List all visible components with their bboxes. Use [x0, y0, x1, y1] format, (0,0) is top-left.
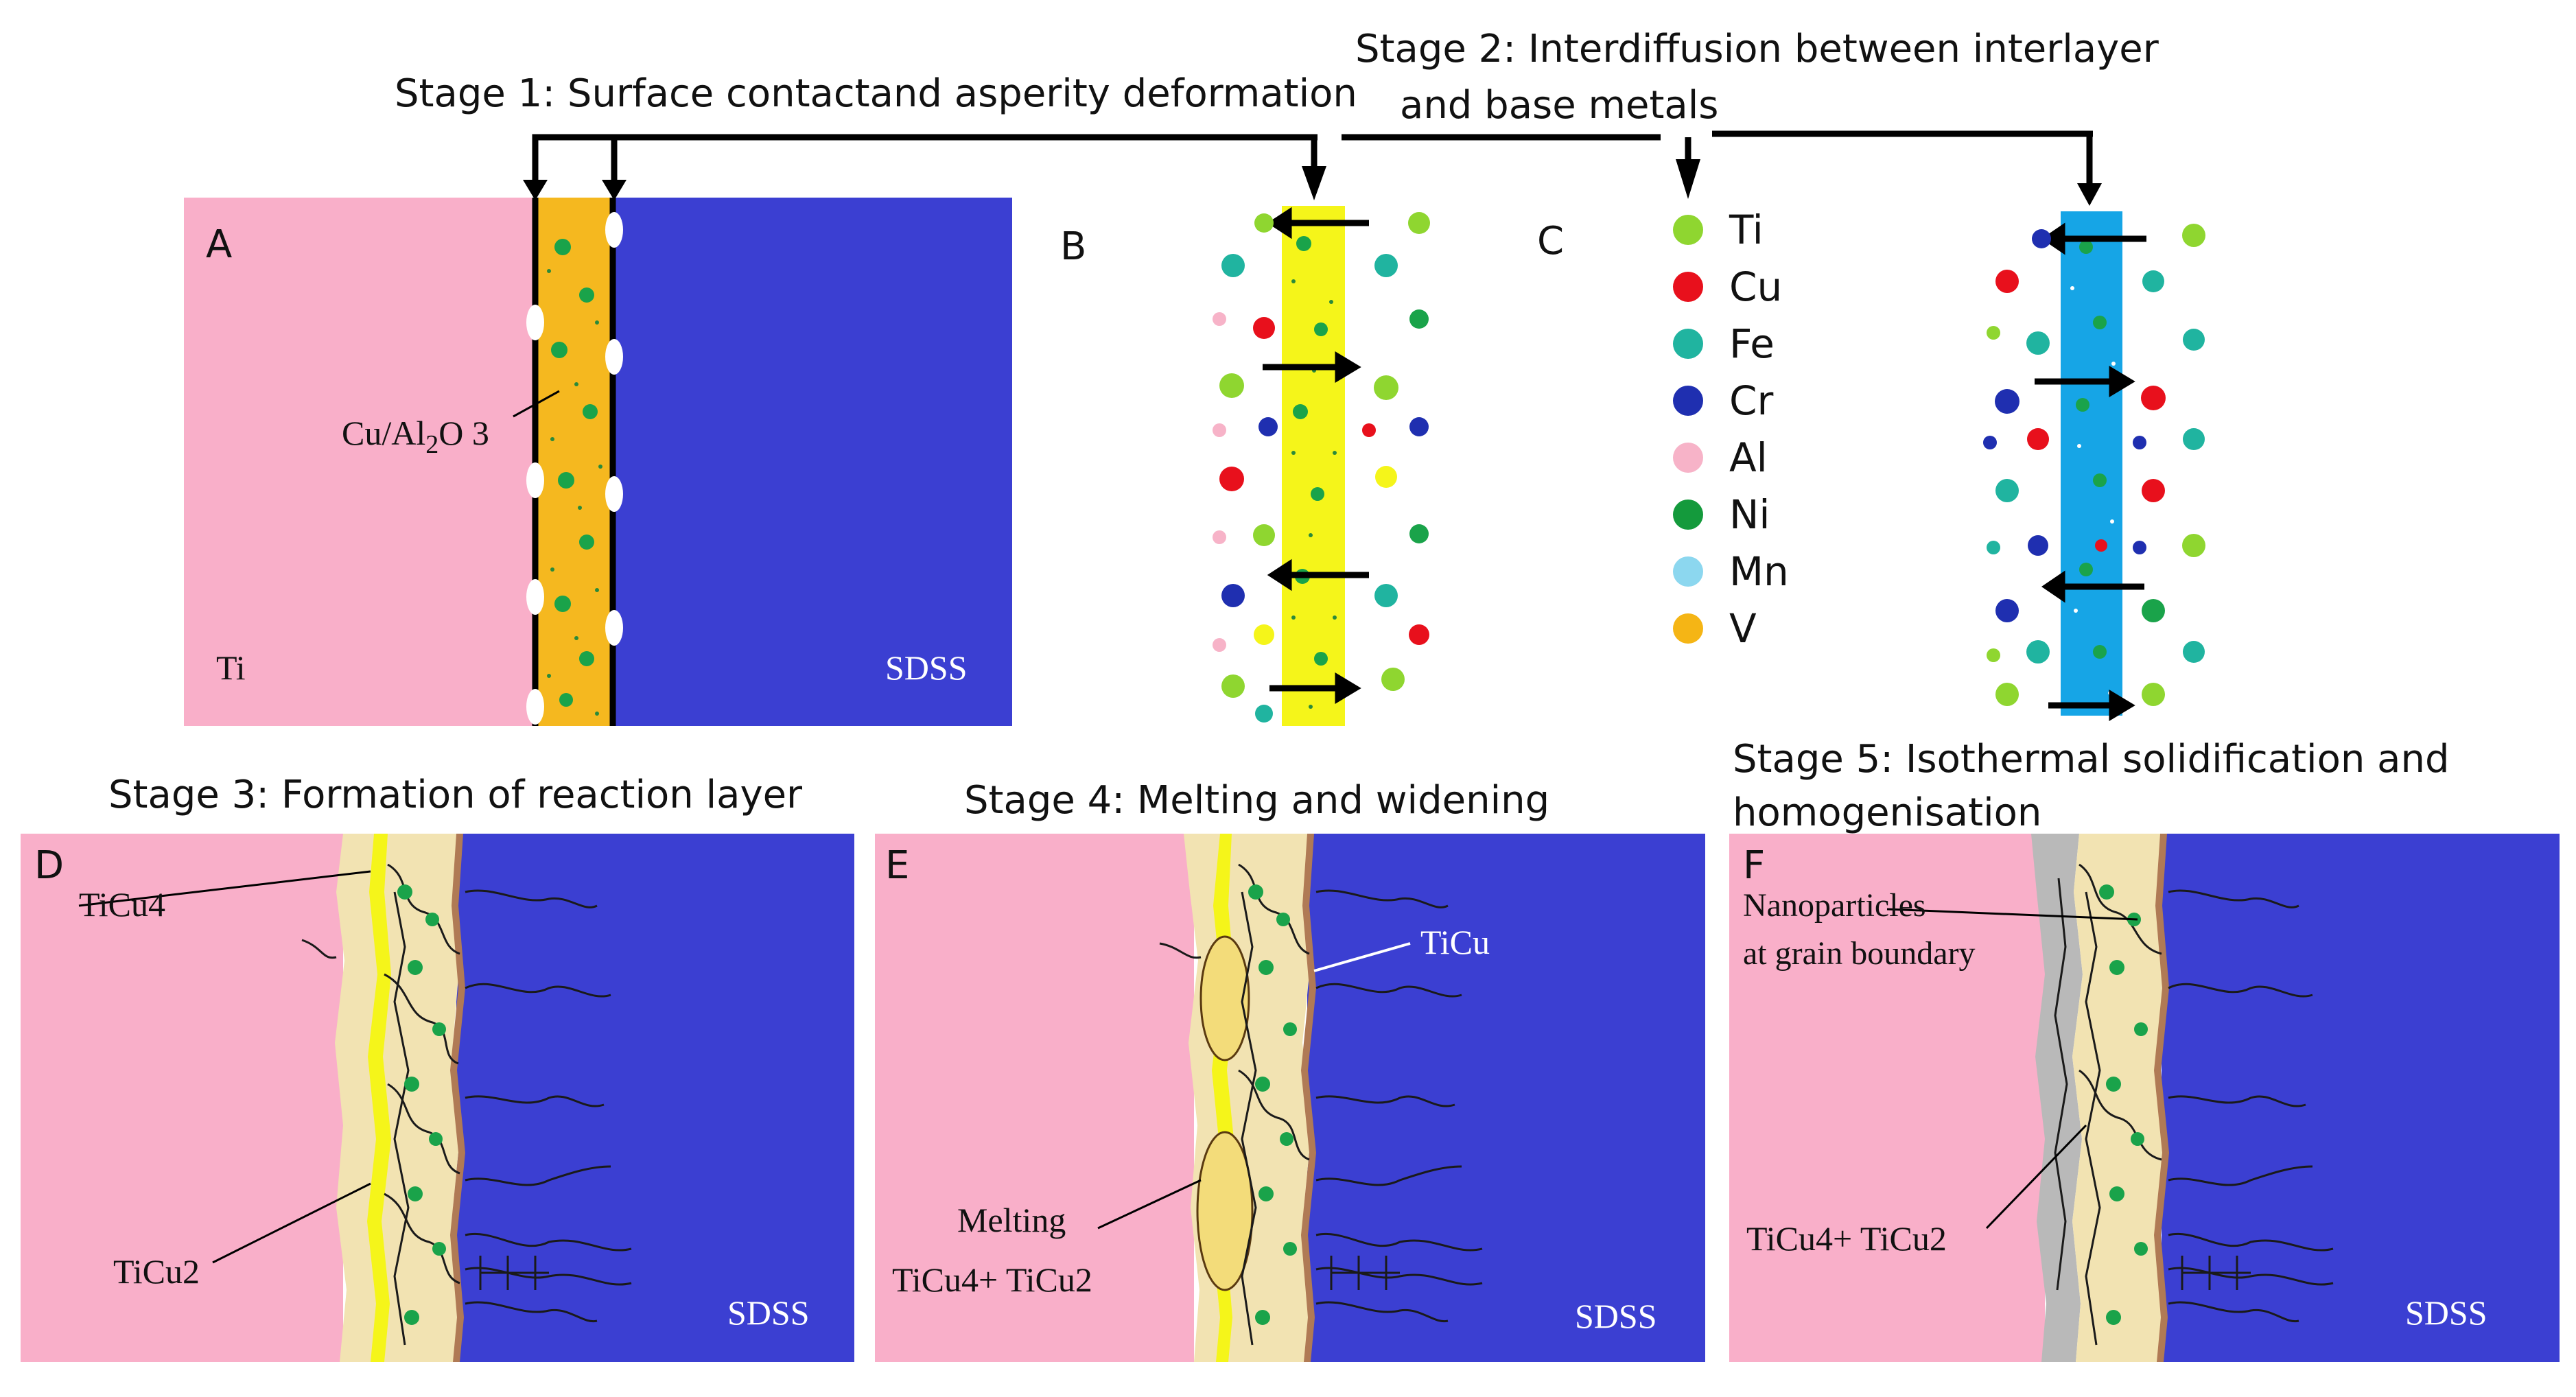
element-atoms	[1213, 212, 1430, 723]
nanoparticles	[2099, 884, 2148, 1325]
yellow-phase	[367, 834, 391, 1362]
melting-zone-top	[1199, 935, 1250, 1061]
ti-block	[21, 834, 343, 1362]
panel-d-letter: D	[34, 843, 64, 888]
asperity-voids	[526, 212, 623, 725]
legend-swatch-al	[1673, 443, 1703, 473]
sdss-block	[456, 834, 854, 1362]
panel-f: F Nanoparticles at grain boundary TiCu4+…	[1729, 834, 2560, 1362]
diffusion-markers	[1263, 207, 1369, 704]
legend-swatch-fe	[1673, 329, 1703, 359]
grain-boundaries	[1159, 863, 1483, 1346]
interlayer-dots	[547, 269, 602, 716]
element-atoms	[1983, 224, 2205, 706]
legend-label-fe: Fe	[1729, 320, 1775, 367]
legend-label-al: Al	[1729, 434, 1768, 481]
grain-boundaries	[2054, 863, 2334, 1346]
copper-edge	[1301, 834, 1316, 1362]
interlayer-particles	[2076, 240, 2107, 659]
yellow-interlayer	[1282, 206, 1345, 726]
legend-swatch-cu	[1673, 272, 1703, 302]
copper-edge	[450, 834, 465, 1362]
panel-f-sdss-label: SDSS	[2405, 1293, 2487, 1332]
stage3-label: Stage 3: Formation of reaction layer	[108, 773, 803, 817]
legend-swatch-v	[1673, 613, 1703, 644]
panel-e-phase-ticu: TiCu	[1420, 923, 1490, 961]
stage2-label-line2: and base metals	[1400, 83, 1718, 128]
legend-label-v: V	[1729, 605, 1757, 652]
cu-al2o3-interlayer	[534, 198, 614, 726]
panel-a-ti-label: Ti	[216, 648, 246, 687]
stage5-label-line1: Stage 5: Isothermal solidification and	[1733, 737, 2450, 782]
grain-boundaries	[301, 863, 632, 1346]
sdss-block	[2162, 834, 2560, 1362]
panel-e-sdss-label: SDSS	[1575, 1297, 1657, 1335]
panel-d-sdss-label: SDSS	[727, 1293, 810, 1332]
stage2-label-line1: Stage 2: Interdiffusion between interlay…	[1355, 27, 2159, 71]
ti-block	[875, 834, 1194, 1362]
panel-f-letter: F	[1743, 843, 1765, 888]
legend-label-cu: Cu	[1729, 263, 1782, 310]
cyan-interlayer	[2061, 211, 2122, 716]
panel-e-melting-label: Melting	[957, 1201, 1066, 1239]
panel-b: B	[1060, 206, 1430, 726]
legend-swatch-ni	[1673, 500, 1703, 530]
legend-swatch-mn	[1673, 556, 1703, 587]
sdss-block	[1307, 834, 1705, 1362]
stage-connectors	[532, 130, 2093, 185]
stage5-label-line2: homogenisation	[1733, 790, 2041, 835]
legend-label-ni: Ni	[1729, 491, 1770, 538]
legend-label-mn: Mn	[1729, 548, 1789, 595]
stage4-label: Stage 4: Melting and widening	[964, 778, 1549, 823]
panel-d-phase-ticu4: TiCu4	[79, 885, 165, 924]
stage1-label: Stage 1: Surface contactand asperity def…	[395, 71, 1357, 116]
sdss-block	[614, 198, 1012, 726]
panel-d-phase-ticu2: TiCu2	[113, 1252, 200, 1291]
legend-swatch-cr	[1673, 386, 1703, 416]
panel-b-letter: B	[1060, 224, 1086, 269]
panel-f-mix-label: TiCu4+ TiCu2	[1746, 1219, 1947, 1258]
copper-edge	[2154, 834, 2169, 1362]
panel-a-letter: A	[206, 222, 232, 267]
nanoparticles	[397, 884, 446, 1325]
diffusion-markers	[2035, 222, 2146, 721]
reaction-layer	[1184, 834, 1312, 1362]
panel-e: E TiCu Melting TiCu4+ TiCu2 SDSS	[875, 834, 1705, 1362]
panel-e-letter: E	[885, 843, 909, 888]
panel-a: A Cu/Al2O 3 Ti SDSS	[184, 198, 1012, 726]
panel-f-nano-label-line1: Nanoparticles	[1743, 887, 1926, 924]
stage-arrows	[523, 159, 2102, 206]
legend-label-cr: Cr	[1729, 377, 1773, 424]
ti-block	[1729, 834, 2045, 1362]
legend-swatch-ti	[1673, 215, 1703, 245]
panel-a-interlayer-label: Cu/Al2O 3	[342, 414, 489, 459]
panel-c-letter: C	[1537, 219, 1564, 263]
panel-d: D TiCu4 TiCu2 SDSS	[21, 834, 854, 1362]
nanoparticles	[1248, 884, 1297, 1325]
ti-block	[184, 198, 534, 726]
nanoparticles	[551, 239, 598, 707]
gray-layer	[2031, 834, 2083, 1362]
panel-f-nano-label-line2: at grain boundary	[1743, 935, 1976, 972]
reaction-layer	[335, 834, 461, 1362]
panel-a-sdss-label: SDSS	[885, 648, 968, 687]
legend-label-ti: Ti	[1729, 207, 1764, 253]
melting-zone-bottom	[1196, 1131, 1254, 1291]
panel-e-mix-label: TiCu4+ TiCu2	[892, 1260, 1092, 1299]
